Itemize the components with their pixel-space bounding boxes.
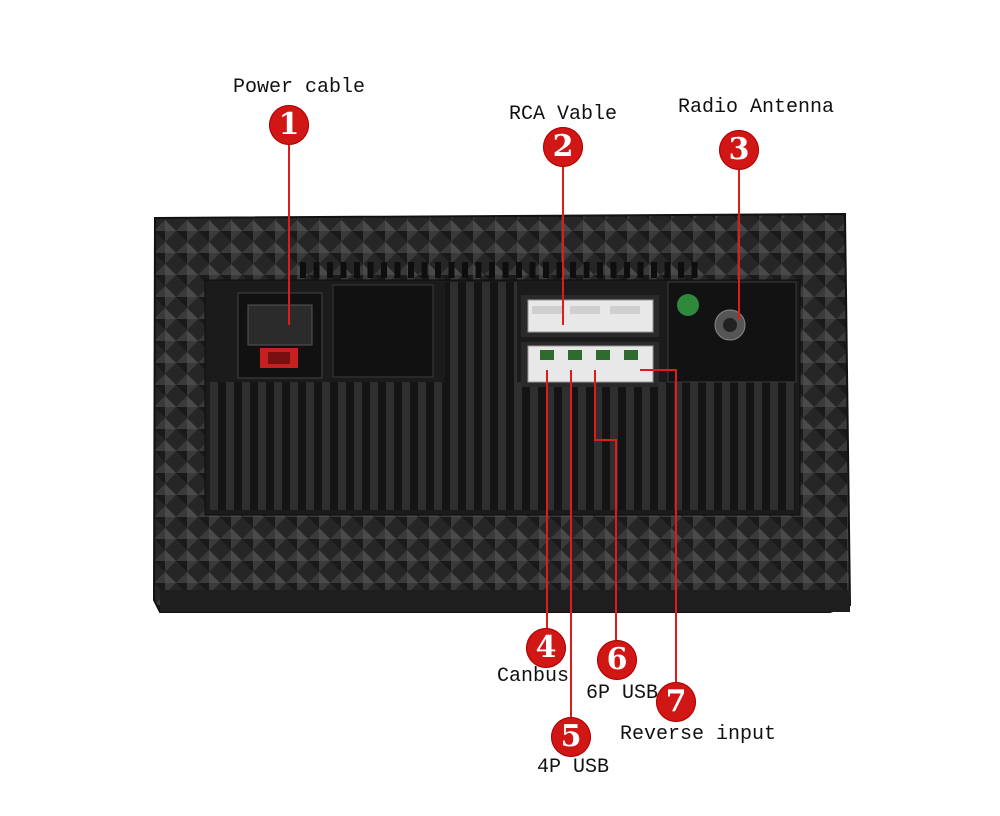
vent-slot <box>691 262 698 278</box>
top-vent-slots <box>300 262 698 278</box>
lower-connectors <box>521 342 659 387</box>
vent-slot <box>354 262 360 278</box>
callout-label-3: Radio Antenna <box>678 96 835 119</box>
vent-slot <box>570 262 576 278</box>
callout-badge-4: 4 <box>526 628 566 668</box>
vent-slot <box>367 262 374 278</box>
vent-slot <box>678 262 684 278</box>
power-connector <box>237 292 323 379</box>
vent-slot <box>394 262 401 278</box>
vent-slot <box>462 262 468 278</box>
vent-slot <box>421 262 428 278</box>
vent-slot <box>664 262 671 278</box>
callout-label-7: Reverse input <box>620 723 777 746</box>
vent-slot <box>651 262 657 278</box>
vent-slot <box>556 262 563 278</box>
callout-badge-2: 2 <box>543 127 583 167</box>
vent-slot <box>489 262 495 278</box>
callout-badge-6: 6 <box>597 640 637 680</box>
vent-slot <box>448 262 455 278</box>
vent-slot <box>408 262 414 278</box>
vent-slot <box>597 262 603 278</box>
leader-line-6 <box>594 370 617 640</box>
vent-slot <box>340 262 347 278</box>
vent-slot <box>637 262 644 278</box>
vent-slot <box>583 262 590 278</box>
vent-slot <box>313 262 320 278</box>
vent-slot <box>475 262 482 278</box>
vent-slot <box>381 262 387 278</box>
callout-badge-7: 7 <box>656 682 696 722</box>
leader-line-7 <box>640 369 677 685</box>
vent-slot <box>624 262 630 278</box>
antenna-block <box>667 281 797 383</box>
center-module <box>332 284 434 378</box>
callout-badge-3: 3 <box>719 130 759 170</box>
vent-slot <box>610 262 617 278</box>
vent-slot <box>327 262 333 278</box>
callout-label-5: 4P USB <box>537 756 610 779</box>
callout-label-6: 6P USB <box>586 682 659 705</box>
rca-connector <box>521 295 659 337</box>
callout-badge-1: 1 <box>269 105 309 145</box>
vent-slot <box>300 262 306 278</box>
vent-slot <box>435 262 441 278</box>
vent-slot <box>529 262 536 278</box>
callout-badge-5: 5 <box>551 717 591 757</box>
callout-label-4: Canbus <box>497 665 570 688</box>
callout-label-1: Power cable <box>233 76 366 99</box>
vent-slot <box>516 262 522 278</box>
callout-label-2: RCA Vable <box>509 103 618 126</box>
vent-slot <box>543 262 549 278</box>
vent-slot <box>502 262 509 278</box>
